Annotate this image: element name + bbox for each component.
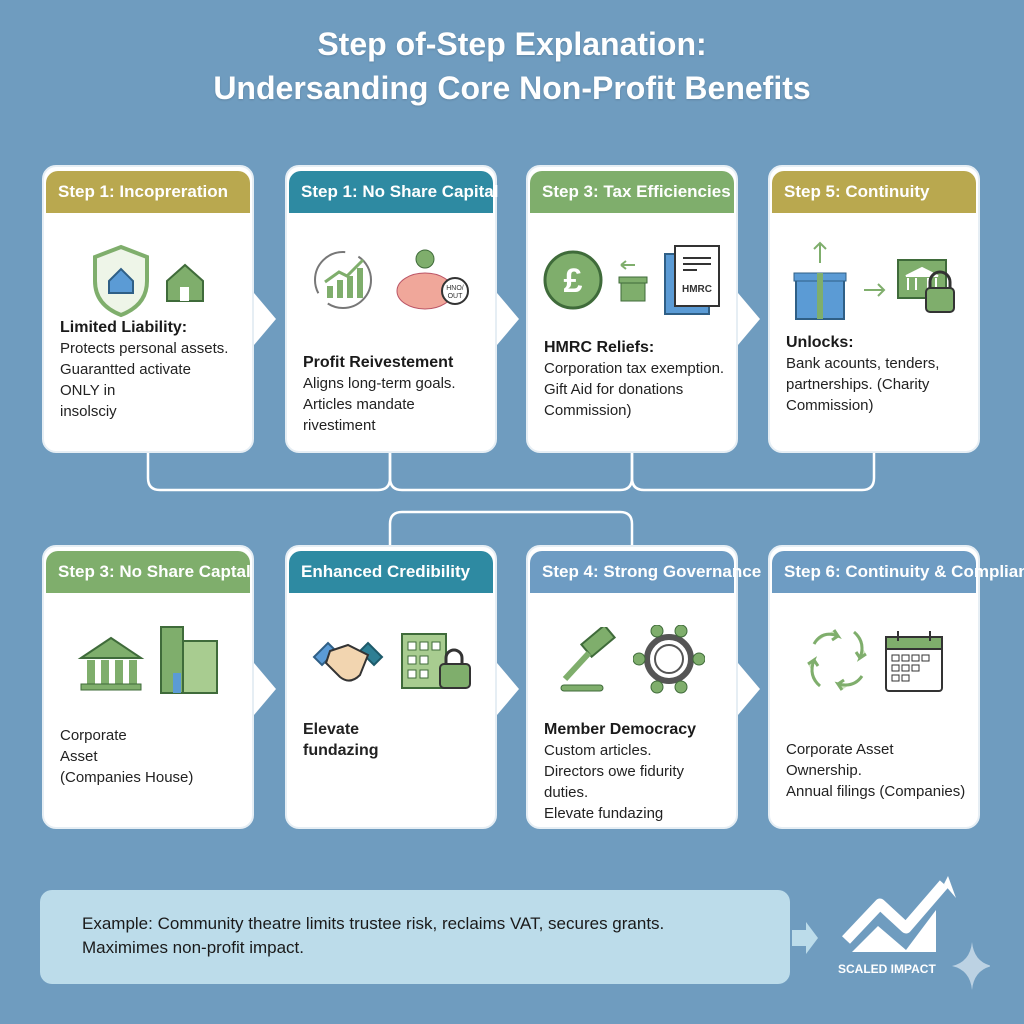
step-card-line: Corporate	[60, 727, 127, 744]
step-card-heading: Profit Reivestement	[303, 354, 454, 371]
step-card-header: Step 4: Strong Governance	[530, 551, 761, 593]
step-card-line: ONLY in	[60, 382, 116, 399]
growth-chart-cycle-icon	[314, 251, 372, 309]
title-line-1: Step of-Step Explanation:	[317, 26, 707, 62]
svg-text:£: £	[564, 262, 583, 300]
shield-house-icon	[93, 244, 149, 318]
step-card-header: Enhanced Credibility	[289, 551, 493, 593]
step-card-icons	[770, 615, 978, 705]
svg-text:HMRC: HMRC	[682, 284, 712, 295]
step-card-line: Corporation tax exemption.	[544, 360, 725, 377]
step-card-body: Limited Liability: Protects personal asse…	[60, 317, 246, 422]
step-card-line: Protects personal assets.	[60, 340, 229, 357]
step-card-line: Commission)	[786, 397, 874, 414]
example-box: Example: Community theatre limits truste…	[40, 890, 790, 984]
step-card-body: Elevate fundazing	[303, 719, 489, 761]
step-card-line: Commission)	[544, 402, 632, 419]
flow-arrow-notch	[738, 663, 760, 715]
step-card-body: Corporate Asset Ownership. Annual filings…	[786, 739, 972, 802]
step-card-body: HMRC Reliefs: Corporation tax exemption. G…	[544, 337, 730, 421]
step-card-header: Step 6: Continuity & Compliance	[772, 551, 1024, 593]
step-card-line: Directors owe fidurity duties.	[544, 763, 685, 801]
connector	[388, 452, 634, 492]
step-card-heading: Unlocks:	[786, 334, 854, 351]
network-icon	[633, 625, 705, 694]
svg-text:OUT: OUT	[448, 293, 464, 300]
step-card-heading: HMRC Reliefs:	[544, 339, 655, 356]
step-card-line: Gift Aid for donations	[544, 381, 684, 398]
step-card-line: Bank acounts, tenders,	[786, 355, 940, 372]
house-icon	[166, 263, 204, 302]
example-line-2: Maximimes non-profit impact.	[82, 938, 305, 957]
step-card-header: Step 1: Incopreration	[46, 171, 250, 213]
step-card-line: Articles mandate rivestiment	[303, 396, 415, 434]
step-card-line: Aligns long-term goals.	[303, 375, 456, 392]
scaled-impact-label: SCALED IMPACT	[838, 962, 936, 976]
step-card-icons: HNO/OUT	[287, 235, 495, 325]
step-card-line: (Companies House)	[60, 769, 194, 786]
bank-lock-icon	[864, 259, 955, 313]
flow-arrow-notch	[738, 293, 760, 345]
connector	[146, 452, 392, 492]
piggy-bank-icon: HNO/OUT	[396, 249, 469, 310]
step-card-header: Step 3: No Share Captal	[46, 551, 251, 593]
step-card-icons	[287, 615, 495, 705]
arrow-right-icon	[792, 922, 818, 954]
office-building-icon	[160, 626, 218, 694]
flow-arrow-notch	[254, 663, 276, 715]
connector	[388, 510, 634, 545]
recycle-icon	[807, 629, 867, 691]
step-card-line: partnerships. (Charity	[786, 376, 930, 393]
step-card-heading: Member Democracy	[544, 721, 697, 738]
flow-arrow-notch	[497, 663, 519, 715]
step-card-line: Guarantted activate	[60, 361, 191, 378]
title-line-2: Undersanding Core Non-Profit Benefits	[213, 70, 811, 106]
connector	[630, 452, 876, 492]
step-card: Step 3: Tax Efficiencies £ HMRC HMRC Relief…	[526, 165, 738, 453]
step-card-line: fundazing	[303, 742, 379, 759]
gift-icon	[618, 260, 648, 302]
step-card-icons: £ HMRC	[528, 235, 736, 325]
step-card-line: Corporate Asset Ownership.	[786, 741, 894, 779]
step-card-line: Asset	[60, 748, 98, 765]
gavel-icon	[560, 627, 617, 692]
bank-building-icon	[77, 636, 145, 691]
step-card-body: Unlocks: Bank acounts, tenders, partnershi…	[786, 332, 972, 416]
hmrc-document-icon: HMRC	[664, 245, 720, 315]
step-card-header: Step 3: Tax Efficiencies	[530, 171, 734, 213]
flow-arrow-notch	[254, 293, 276, 345]
gift-box-icon	[793, 241, 847, 320]
calendar-icon	[885, 631, 943, 692]
step-card-line: insolsciy	[60, 403, 117, 420]
building-lock-icon	[401, 633, 471, 689]
step-card-line: Annual filings (Companies)	[786, 783, 966, 800]
step-card-line: Elevate	[303, 721, 360, 738]
example-line-1: Example: Community theatre limits truste…	[82, 914, 665, 933]
step-card-icons	[528, 615, 736, 705]
handshake-icon	[312, 641, 384, 682]
step-card-icons	[44, 615, 252, 705]
step-card-line: Custom articles.	[544, 742, 652, 759]
step-card-icons	[44, 235, 252, 325]
step-card-line: Elevate fundazing	[544, 805, 664, 822]
step-card-heading: Limited Liability:	[60, 319, 188, 336]
sparkle-icon	[952, 942, 990, 990]
step-card-header: Step 1: No Share Capital	[289, 171, 498, 213]
pound-coin-icon: £	[543, 250, 603, 310]
scaled-impact-chart-icon	[842, 876, 990, 990]
step-card-icons	[770, 235, 978, 325]
flow-arrow-notch	[497, 293, 519, 345]
svg-text:HNO/: HNO/	[446, 285, 464, 292]
step-card-header: Step 5: Continuity	[772, 171, 976, 213]
